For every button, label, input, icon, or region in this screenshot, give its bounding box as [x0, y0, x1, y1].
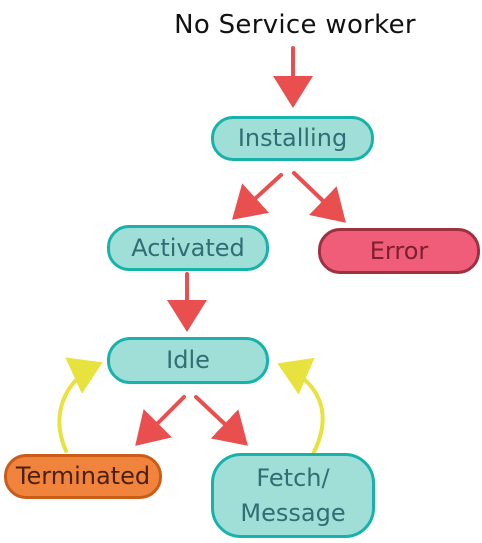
arrow-fetch-to-idle [277, 357, 325, 454]
node-error: Error [318, 228, 480, 274]
node-activated: Activated [107, 225, 269, 271]
node-idle: Idle [107, 337, 269, 384]
node-installing-label: Installing [237, 124, 348, 153]
node-terminated-label: Terminated [15, 462, 151, 491]
arrow-terminated-to-idle [57, 357, 103, 453]
node-installing: Installing [211, 116, 374, 161]
node-fetch-line-2: Message [240, 498, 346, 527]
node-fetch-line-1: Fetch/ [256, 463, 330, 492]
diagram-title: No Service worker [174, 10, 416, 40]
arrow-idle-to-terminated [135, 395, 186, 446]
arrow-installing-to-activated [232, 173, 283, 220]
arrow-installing-to-error [292, 171, 346, 223]
node-fetch-message: Fetch/ Message [211, 453, 375, 538]
node-terminated: Terminated [4, 454, 162, 499]
node-error-label: Error [369, 236, 429, 265]
node-idle-label: Idle [166, 346, 210, 375]
arrow-idle-to-fetch [194, 395, 248, 446]
node-activated-label: Activated [131, 233, 245, 262]
